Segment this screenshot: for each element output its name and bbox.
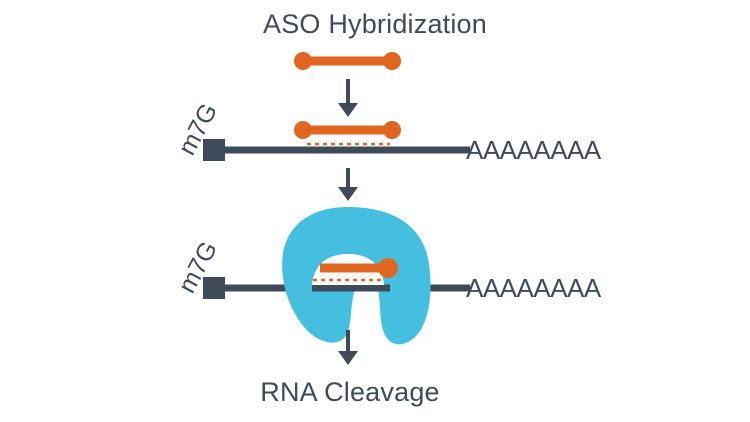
aso-right-cap-hybridized (383, 121, 401, 139)
bottom-title: RNA Cleavage (260, 377, 440, 407)
aso-right-cap-top (383, 52, 401, 70)
aso-left-cap-hybridized (294, 121, 312, 139)
arrow-down-icon-3 (338, 330, 358, 365)
arrow-head-3 (338, 351, 358, 365)
cleavage-complex-group: m7G AAAAAAAA (173, 207, 602, 345)
arrow-head-1 (338, 103, 358, 117)
top-title: ASO Hybridization (263, 9, 487, 39)
hybridized-complex-group: m7G AAAAAAAA (173, 99, 603, 165)
aso-left-cap-top (294, 52, 312, 70)
free-aso-group (294, 52, 401, 70)
polya-tail-label-bottom: AAAAAAAA (466, 273, 602, 303)
arrow-head-2 (338, 187, 358, 201)
m7g-cap-square-icon-bottom (203, 277, 225, 299)
m7g-cap-square-icon-top (203, 139, 225, 161)
arrow-down-icon-2 (338, 168, 358, 201)
arrow-down-icon-1 (338, 79, 358, 117)
aso-right-cap-cleavage (378, 258, 398, 278)
polya-tail-label-top: AAAAAAAA (466, 135, 602, 165)
